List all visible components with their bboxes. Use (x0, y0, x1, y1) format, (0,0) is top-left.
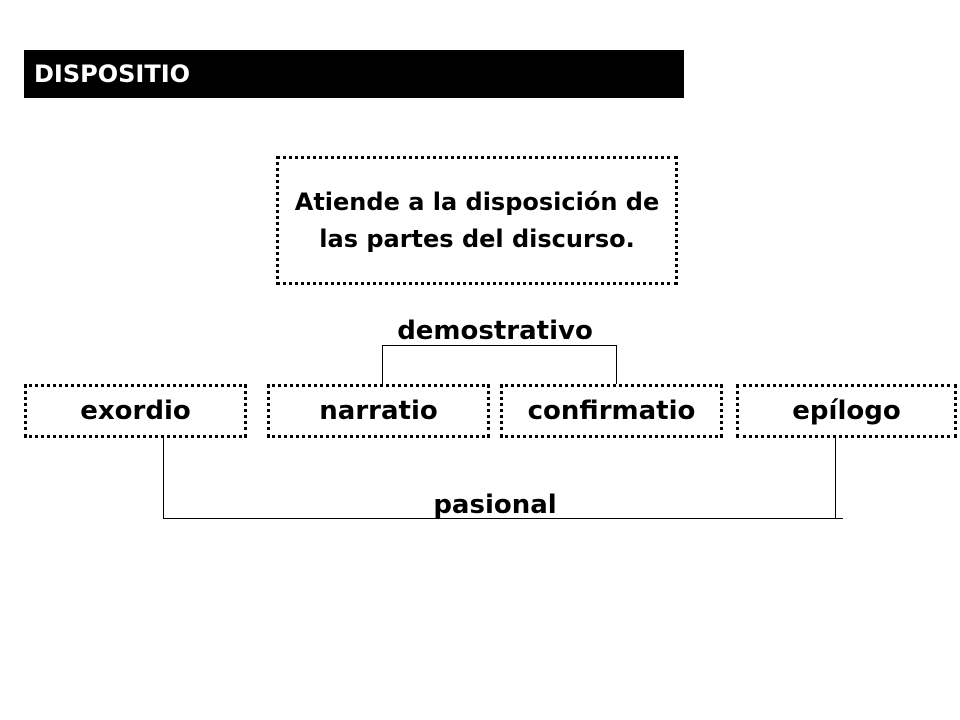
demostrativo-bracket-right (616, 345, 617, 384)
pasional-bracket-right (835, 438, 836, 519)
part-epilogo: epílogo (736, 384, 957, 438)
part-narratio: narratio (267, 384, 490, 438)
pasional-bracket-left (163, 438, 164, 519)
part-confirmatio: confirmatio (500, 384, 723, 438)
definition-box: Atiende a la disposición de las partes d… (276, 156, 678, 285)
pasional-bracket-bottom (163, 518, 843, 519)
demostrativo-bracket-top (382, 345, 617, 346)
demostrativo-label: demostrativo (397, 316, 593, 346)
pasional-label: pasional (433, 490, 557, 520)
slide-title: DISPOSITIO (24, 50, 684, 98)
demostrativo-bracket-left (382, 345, 383, 384)
part-exordio: exordio (24, 384, 247, 438)
